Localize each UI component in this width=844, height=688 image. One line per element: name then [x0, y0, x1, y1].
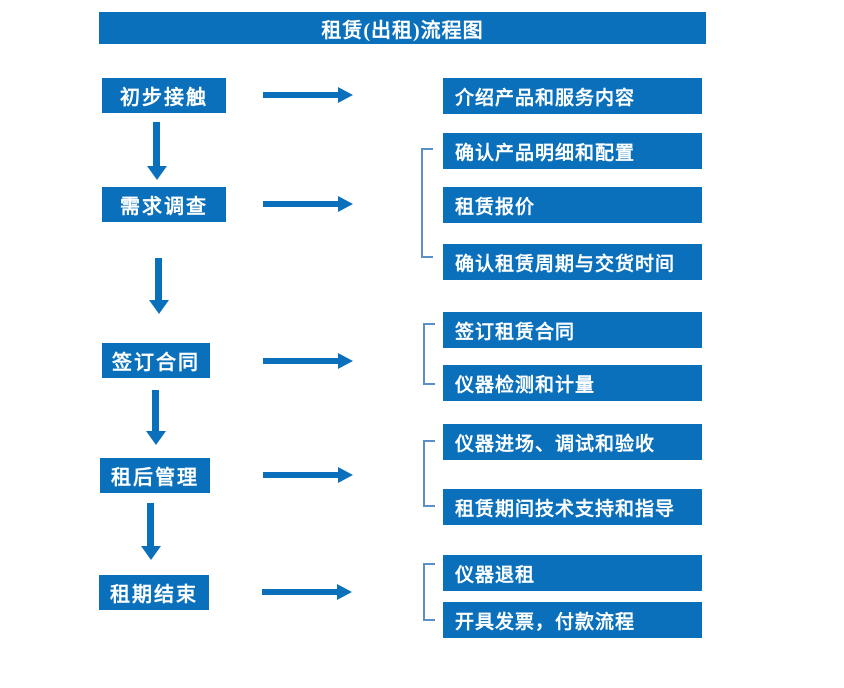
detail-box-tech-support: 租赁期间技术支持和指导 — [443, 489, 702, 525]
arrow-head — [338, 196, 353, 212]
arrow-shaft — [153, 122, 160, 166]
bracket-group-demand-survey — [421, 148, 433, 258]
arrow-right-icon — [263, 353, 353, 369]
arrow-down-icon — [147, 122, 167, 180]
arrow-head — [141, 546, 161, 560]
detail-box-introduce-products: 介绍产品和服务内容 — [443, 78, 702, 114]
stage-box-post-rental-management: 租后管理 — [100, 458, 210, 493]
arrow-shaft — [155, 258, 162, 300]
stage-box-rental-end: 租期结束 — [99, 575, 209, 610]
arrow-right-icon — [263, 196, 353, 212]
detail-box-confirm-period-delivery: 确认租赁周期与交货时间 — [443, 244, 702, 280]
detail-box-invoice-payment: 开具发票，付款流程 — [443, 602, 702, 638]
arrow-shaft — [263, 201, 338, 207]
arrow-down-icon — [146, 390, 166, 445]
stage-box-sign-contract: 签订合同 — [102, 343, 210, 378]
arrow-shaft — [147, 503, 154, 546]
arrow-right-icon — [263, 87, 353, 103]
arrow-shaft — [262, 589, 337, 595]
detail-box-instrument-testing: 仪器检测和计量 — [443, 365, 702, 401]
stage-box-demand-survey: 需求调查 — [102, 187, 226, 222]
arrow-shaft — [263, 358, 338, 364]
arrow-right-icon — [262, 584, 352, 600]
arrow-head — [338, 353, 353, 369]
page-title: 租赁(出租)流程图 — [99, 12, 706, 44]
bracket-group-post-rental — [423, 440, 435, 507]
detail-box-instrument-arrival: 仪器进场、调试和验收 — [443, 424, 702, 460]
arrow-shaft — [263, 92, 338, 98]
arrow-head — [338, 467, 353, 483]
arrow-head — [149, 300, 169, 314]
bracket-group-sign-contract — [423, 323, 435, 385]
arrow-shaft — [263, 472, 338, 478]
arrow-down-icon — [141, 503, 161, 560]
bracket-group-rental-end — [423, 563, 435, 621]
arrow-head — [147, 166, 167, 180]
detail-box-sign-rental-contract: 签订租赁合同 — [443, 312, 702, 348]
stage-box-initial-contact: 初步接触 — [102, 78, 226, 113]
arrow-down-icon — [149, 258, 169, 314]
arrow-head — [337, 584, 352, 600]
arrow-right-icon — [263, 467, 353, 483]
arrow-head — [146, 431, 166, 445]
detail-box-rental-quote: 租赁报价 — [443, 187, 702, 223]
detail-box-instrument-return: 仪器退租 — [443, 555, 702, 591]
arrow-head — [338, 87, 353, 103]
arrow-shaft — [152, 390, 159, 431]
detail-box-confirm-product-details: 确认产品明细和配置 — [443, 133, 702, 169]
